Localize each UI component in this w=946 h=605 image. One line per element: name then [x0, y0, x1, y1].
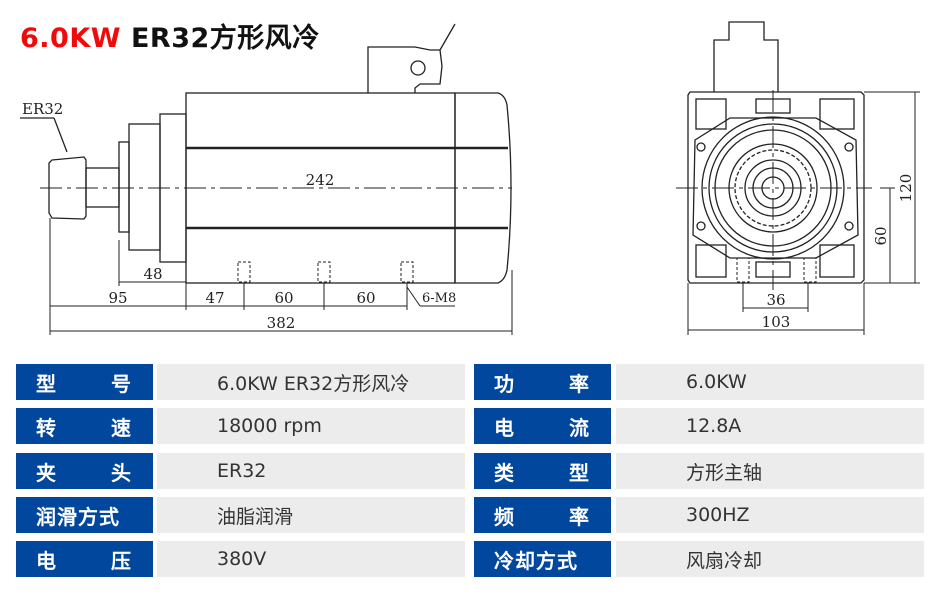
end-cap	[454, 92, 512, 284]
label-char: 型	[36, 371, 56, 396]
label-char: 型	[569, 460, 589, 485]
spec-value-type: 方形主轴	[616, 453, 924, 489]
dim-flange: 48	[143, 265, 162, 283]
spec-value-collet: ER32	[157, 453, 465, 489]
spec-label-collet: 夹头	[16, 453, 153, 489]
front-connector	[713, 21, 779, 92]
dim-width: 103	[762, 313, 791, 331]
dim-front: 95	[108, 289, 127, 307]
dim-holes: 6-M8	[422, 291, 456, 306]
label-char: 频	[494, 504, 514, 529]
label-char: 号	[111, 371, 131, 396]
front-body	[687, 91, 865, 284]
label-text: 冷却方式	[494, 548, 578, 573]
spec-value-model: 6.0KW ER32方形风冷	[157, 364, 465, 400]
label-char: 头	[111, 460, 131, 485]
spec-label-voltage: 电压	[16, 541, 153, 577]
spec-value-power: 6.0KW	[616, 364, 924, 400]
label-char: 率	[569, 371, 589, 396]
spec-label-type: 类型	[474, 453, 611, 489]
label-char: 电	[494, 415, 514, 440]
label-text: 润滑方式	[36, 504, 120, 529]
connector	[367, 46, 443, 93]
title-model: ER32方形风冷	[130, 23, 320, 54]
spec-label-cooling: 冷却方式	[474, 541, 611, 577]
dim-body-length: 242	[306, 171, 335, 189]
spec-label-lubrication: 润滑方式	[16, 497, 153, 533]
spec-value-frequency: 300HZ	[616, 497, 924, 533]
collet-nut	[48, 156, 87, 220]
mounting-holes	[237, 261, 414, 283]
label-char: 压	[111, 548, 131, 573]
spec-label-power: 功率	[474, 364, 611, 400]
spec-value-cooling: 风扇冷却	[616, 541, 924, 577]
dim-total-length: 382	[267, 314, 296, 332]
label-char: 转	[36, 415, 56, 440]
dim-hole-spacing: 36	[766, 291, 785, 309]
dim-hole-pitch-2: 60	[356, 289, 375, 307]
label-char: 流	[569, 415, 589, 440]
dim-hole-offset: 47	[205, 289, 224, 307]
label-char: 夹	[36, 460, 56, 485]
collet-label: ER32	[22, 100, 63, 118]
label-char: 电	[36, 548, 56, 573]
spec-label-frequency: 频率	[474, 497, 611, 533]
page-title: 6.0KW ER32方形风冷	[20, 16, 320, 55]
front-view: 120 60 36 103	[676, 21, 920, 335]
label-char: 率	[569, 504, 589, 529]
spec-value-current: 12.8A	[616, 408, 924, 444]
label-char: 类	[494, 460, 514, 485]
spec-value-lubrication: 油脂润滑	[157, 497, 465, 533]
dim-center-height: 60	[872, 226, 890, 245]
dim-hole-pitch-1: 60	[274, 289, 293, 307]
spec-label-current: 电流	[474, 408, 611, 444]
title-power: 6.0KW	[20, 23, 122, 54]
label-char: 速	[111, 415, 131, 440]
spec-value-speed: 18000 rpm	[157, 408, 465, 444]
label-char: 功	[494, 371, 514, 396]
technical-drawing: ER32 242 48 95 47 60 60 6-M8 382	[20, 21, 920, 335]
spec-label-model: 型号	[16, 364, 153, 400]
side-view: ER32 242 48 95 47 60 60 6-M8 382	[20, 23, 513, 335]
spec-value-voltage: 380V	[157, 541, 465, 577]
spec-label-speed: 转速	[16, 408, 153, 444]
dim-height: 120	[897, 174, 915, 203]
